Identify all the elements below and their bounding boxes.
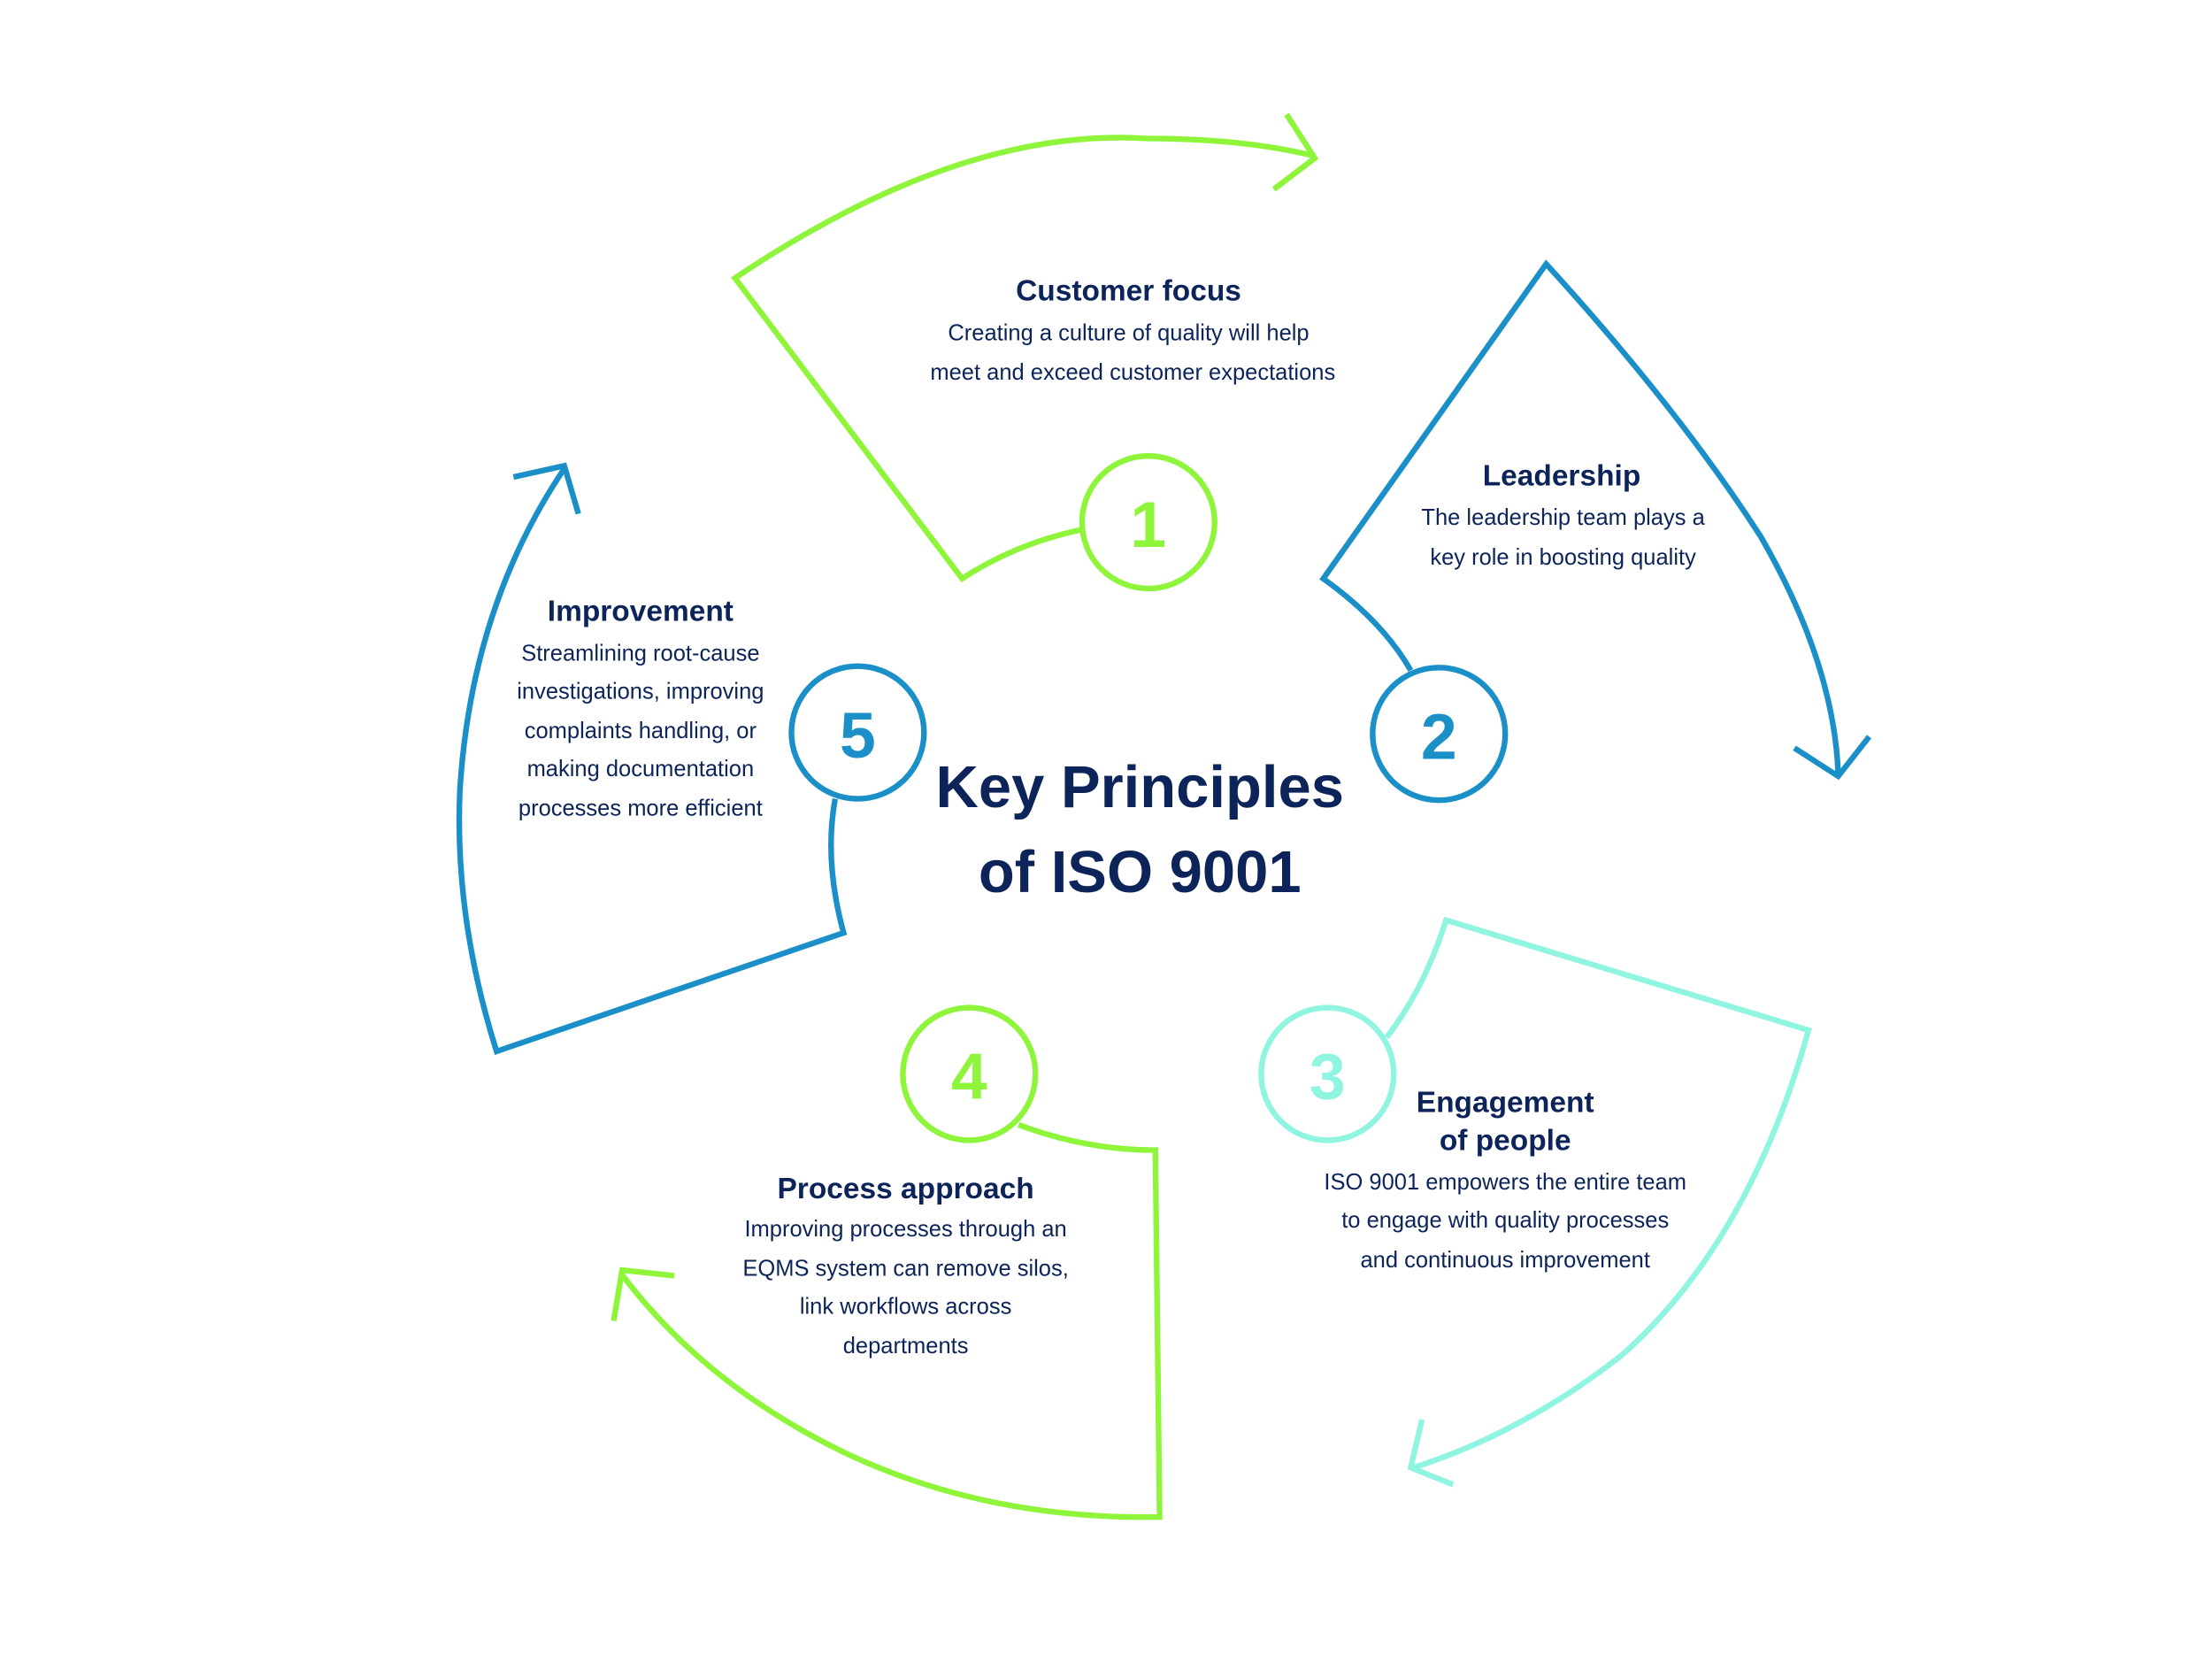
arrow-down-icon bbox=[1793, 735, 1872, 781]
principle-3-segment: 3 Engagement of people ISO 9001 empowers… bbox=[1258, 916, 1812, 1488]
title-line-2: of ISO 9001 bbox=[979, 839, 1302, 905]
principle-5-text-line: making documentation bbox=[527, 757, 755, 781]
principle-2-segment: 2 Leadership The leadership team plays a… bbox=[1319, 259, 1872, 804]
principle-2-text-line: The leadership team plays a bbox=[1421, 505, 1705, 530]
principle-4-segment: 4 Process approach Improving processes t… bbox=[611, 1004, 1163, 1520]
principle-2-arrow-outline bbox=[1319, 259, 1841, 774]
arrow-up-icon bbox=[512, 462, 581, 515]
principle-3-text-line: and continuous improvement bbox=[1360, 1248, 1649, 1273]
principle-1-text-line: meet and exceed customer expectations bbox=[930, 360, 1335, 385]
principle-4-text-line: departments bbox=[843, 1334, 969, 1359]
principle-3-text-line: to engage with quality processes bbox=[1341, 1208, 1669, 1233]
principle-5-arrow-outline bbox=[456, 466, 848, 1056]
principle-4-heading: Process approach bbox=[777, 1173, 1033, 1205]
principle-1-heading: Customer focus bbox=[1016, 275, 1241, 308]
principle-2-number: 2 bbox=[1421, 700, 1457, 773]
principle-5-text-line: investigations, improving bbox=[517, 679, 764, 704]
principle-4-text-line: link workflows across bbox=[800, 1295, 1011, 1320]
principle-5-number: 5 bbox=[840, 699, 876, 772]
principle-4-number-ring bbox=[900, 1004, 1039, 1143]
principle-3-heading: of people bbox=[1440, 1125, 1571, 1158]
arrow-right-icon bbox=[1271, 112, 1319, 192]
principle-4-text-line: EQMS system can remove silos, bbox=[742, 1256, 1068, 1281]
principle-1-arrow-outline bbox=[731, 135, 1313, 583]
principle-4-arrow-outline bbox=[618, 1121, 1163, 1520]
principle-5-segment: 5 Improvement Streamlining root-cause in… bbox=[456, 462, 927, 1056]
principle-5-text-line: Streamlining root-cause bbox=[521, 641, 759, 666]
principle-4-number: 4 bbox=[951, 1041, 987, 1113]
principle-2-number-ring bbox=[1370, 665, 1509, 804]
principle-1-text-line: Creating a culture of quality will help bbox=[948, 320, 1309, 345]
principle-3-text-line: ISO 9001 empowers the entire team bbox=[1324, 1170, 1686, 1195]
principle-2-heading: Leadership bbox=[1483, 460, 1641, 493]
principle-3-arrow-outline bbox=[1384, 916, 1812, 1471]
arrow-down-left-icon bbox=[1407, 1419, 1455, 1488]
principle-1-segment: 1 Customer focus Creating a culture of q… bbox=[731, 112, 1335, 592]
principle-2-text-line: key role in boosting quality bbox=[1430, 545, 1696, 570]
principle-5-number-ring bbox=[788, 663, 927, 802]
center-title: Key Principles of ISO 9001 bbox=[936, 754, 1344, 905]
title-line-1: Key Principles bbox=[936, 754, 1344, 820]
principle-3-number: 3 bbox=[1310, 1041, 1346, 1113]
principle-1-number: 1 bbox=[1130, 489, 1166, 561]
principle-1-number-ring bbox=[1079, 452, 1217, 592]
principle-5-text-line: processes more efficient bbox=[518, 797, 763, 821]
arrow-up-left-icon bbox=[611, 1266, 675, 1322]
principle-4-text-line: Improving processes through an bbox=[744, 1217, 1066, 1242]
principle-3-number-ring bbox=[1258, 1004, 1397, 1143]
principle-5-text-line: complaints handling, or bbox=[525, 719, 757, 743]
principle-3-heading: Engagement bbox=[1417, 1087, 1594, 1120]
principle-5-heading: Improvement bbox=[548, 596, 733, 628]
